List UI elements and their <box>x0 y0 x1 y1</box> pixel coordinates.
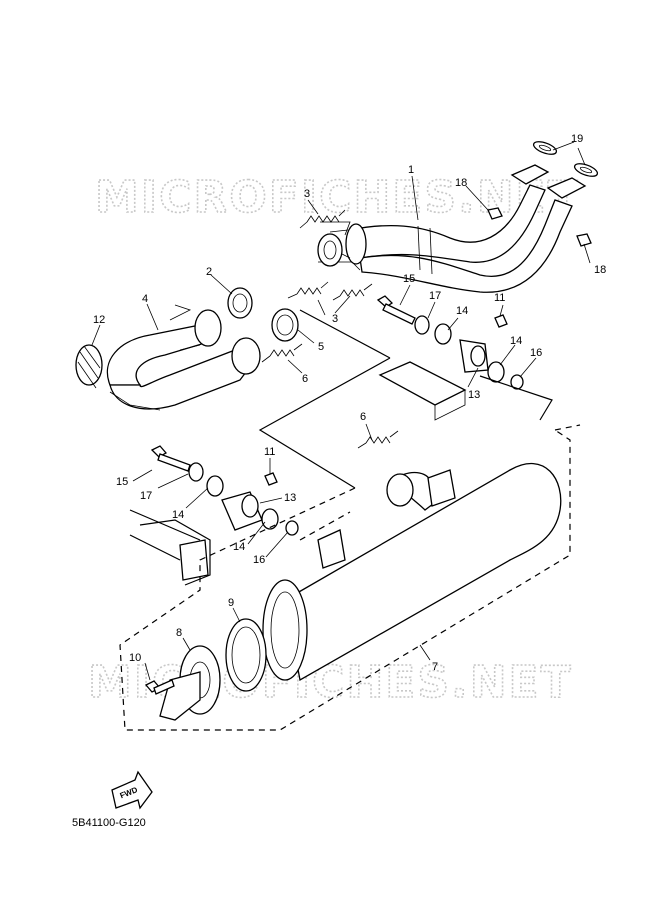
leader-lines <box>91 141 591 681</box>
label-10: 10 <box>129 652 141 664</box>
frame-bracket-lower <box>129 509 211 586</box>
collar-17-upper[interactable] <box>414 315 430 335</box>
washer-16-lower[interactable] <box>285 520 299 536</box>
label-11-lower: 11 <box>264 446 275 458</box>
label-18-lower: 18 <box>594 264 606 276</box>
label-3-upper: 3 <box>304 188 310 200</box>
label-15-upper: 15 <box>403 273 415 285</box>
springs-3[interactable] <box>287 209 373 301</box>
protector-12[interactable] <box>75 344 103 389</box>
exhaust-pipe-4[interactable] <box>106 304 261 411</box>
bracket-13-lower[interactable] <box>221 491 263 531</box>
watermark-bottom: MICROFICHES.NET <box>88 657 573 708</box>
label-6-upper: 6 <box>302 373 308 385</box>
label-1: 1 <box>408 164 414 176</box>
bolt-10[interactable] <box>144 679 175 695</box>
washer-16-upper[interactable] <box>510 374 524 390</box>
label-16-upper: 16 <box>530 347 542 359</box>
label-8: 8 <box>176 627 182 639</box>
damper-14-lower-right[interactable] <box>261 508 279 530</box>
label-9: 9 <box>228 597 234 609</box>
exhaust-pipe-1[interactable] <box>317 164 587 293</box>
label-17-upper: 17 <box>429 290 441 302</box>
bolt-11-lower[interactable] <box>264 472 278 486</box>
nuts-18[interactable] <box>487 207 592 247</box>
watermark-top: MICROFICHES.NET <box>95 172 580 223</box>
damper-14-upper-right[interactable] <box>487 361 505 383</box>
label-5: 5 <box>318 341 324 353</box>
label-7: 7 <box>432 661 438 673</box>
bolt-15-upper[interactable] <box>376 295 416 325</box>
label-6-lower: 6 <box>360 411 366 423</box>
bolt-11-upper[interactable] <box>494 314 508 328</box>
label-14-upper-right: 14 <box>510 335 522 347</box>
lower-mount-outline <box>299 424 581 541</box>
label-16-lower: 16 <box>253 554 265 566</box>
fwd-arrow-icon: FWD <box>111 770 153 810</box>
gasket-2[interactable] <box>227 287 253 319</box>
muffler-7[interactable] <box>262 463 562 682</box>
reference-box-upper <box>258 309 553 489</box>
damper-14-upper-left[interactable] <box>434 323 452 345</box>
frame-bracket-upper <box>378 361 467 421</box>
label-14-upper-left: 14 <box>456 305 468 317</box>
label-11-upper: 11 <box>494 292 505 304</box>
collar-17-lower[interactable] <box>188 462 204 482</box>
bolt-15-lower[interactable] <box>150 445 191 472</box>
label-18-upper: 18 <box>455 177 467 189</box>
label-3-lower: 3 <box>332 313 338 325</box>
label-14-lower-right: 14 <box>233 541 245 553</box>
gasket-9[interactable] <box>225 618 267 692</box>
muffler-assembly-outline <box>119 429 571 731</box>
label-17-lower: 17 <box>140 490 152 502</box>
damper-14-lower-left[interactable] <box>206 475 224 497</box>
gasket-5[interactable] <box>271 308 299 342</box>
label-12: 12 <box>93 314 105 326</box>
label-4: 4 <box>142 293 148 305</box>
label-2: 2 <box>206 266 212 278</box>
part-labels: 1 2 3 3 4 5 6 6 7 8 9 10 11 11 12 13 13 … <box>93 133 606 673</box>
label-15-lower: 15 <box>116 476 128 488</box>
label-14-lower-left: 14 <box>172 509 184 521</box>
label-13-upper: 13 <box>468 389 480 401</box>
label-13-lower: 13 <box>284 492 296 504</box>
spring-6-lower[interactable] <box>357 430 399 449</box>
bracket-13-upper[interactable] <box>459 339 489 373</box>
spring-6-upper[interactable] <box>261 343 303 363</box>
label-19: 19 <box>571 133 583 145</box>
gaskets-19[interactable] <box>532 139 599 179</box>
diagram-code: 5B41100-G120 <box>72 817 146 829</box>
